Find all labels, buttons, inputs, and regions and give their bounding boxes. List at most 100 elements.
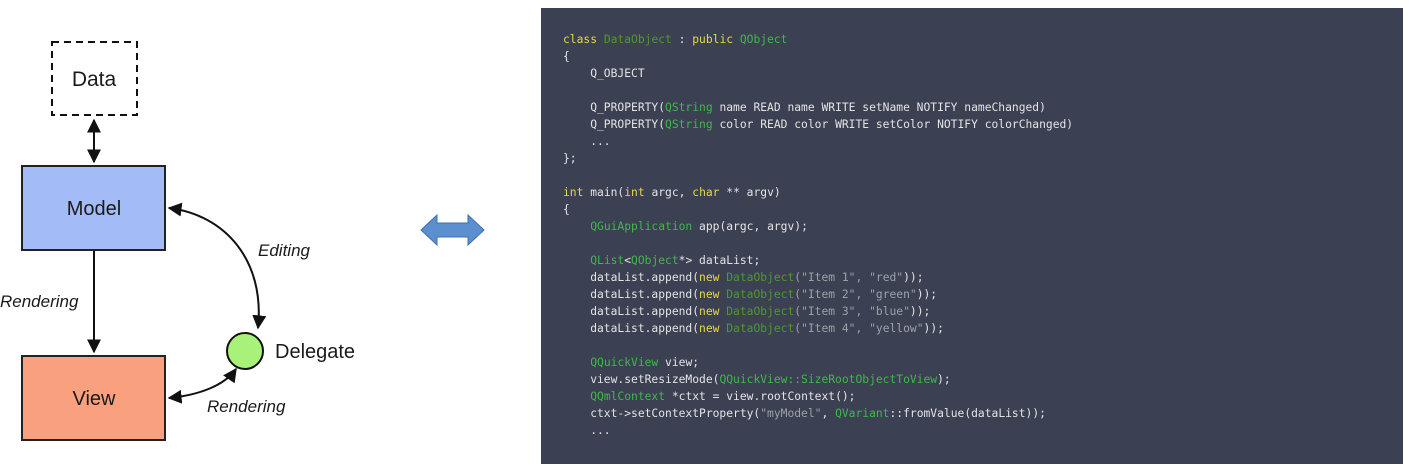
- code-line: [563, 167, 1403, 184]
- code-token: dataList.append(: [563, 288, 700, 301]
- code-token: QObject: [631, 254, 679, 267]
- code-token: {: [563, 50, 570, 63]
- code-line: QGuiApplication app(argc, argv);: [563, 218, 1403, 235]
- code-token: new: [699, 288, 727, 301]
- code-token: ));: [909, 305, 931, 318]
- code-token: :: [671, 33, 693, 46]
- code-token: DataObject: [726, 271, 795, 284]
- code-token: QObject: [739, 33, 788, 46]
- code-token: );: [937, 373, 951, 386]
- data-box: Data: [51, 41, 138, 116]
- code-line: Q_PROPERTY(QString color READ color WRIT…: [563, 116, 1403, 133]
- code-token: *> dataList;: [678, 254, 761, 267]
- model-view-delegate-diagram: Data Model Rendering View Editing Delega…: [0, 41, 355, 441]
- code-token: Q_PROPERTY(: [563, 101, 666, 114]
- code-token: int: [563, 186, 591, 199]
- code-token: public: [692, 33, 740, 46]
- rendering-right-label: Rendering: [207, 397, 286, 416]
- code-token: ::fromValue(dataList));: [889, 407, 1046, 420]
- code-token: {: [563, 203, 570, 216]
- code-token: int: [624, 186, 652, 199]
- code-token: DataObject: [603, 33, 672, 46]
- code-token: };: [563, 152, 577, 165]
- code-token: "blue": [869, 305, 910, 318]
- code-token: view.setResizeMode(: [563, 373, 720, 386]
- code-token: DataObject: [726, 322, 795, 335]
- code-token: view;: [658, 356, 700, 369]
- double-arrow-icon: [420, 213, 485, 247]
- code-line: Q_OBJECT: [563, 65, 1403, 82]
- rendering-arrow: [167, 367, 237, 404]
- code-line: ...: [563, 133, 1403, 150]
- code-token: QQuickView::SizeRootObjectToView: [719, 373, 938, 386]
- code-token: color READ color WRITE setColor NOTIFY c…: [712, 118, 1074, 131]
- code-token: QString: [665, 101, 713, 114]
- code-line: dataList.append(new DataObject("Item 3",…: [563, 303, 1403, 320]
- code-token: "yellow": [869, 322, 924, 335]
- data-label: Data: [72, 68, 117, 91]
- code-token: argc,: [651, 186, 693, 199]
- code-token: ,: [821, 407, 836, 420]
- delegate-circle: [226, 332, 264, 370]
- code-line: {: [563, 201, 1403, 218]
- code-line: view.setResizeMode(QQuickView::SizeRootO…: [563, 371, 1403, 388]
- code-line: [563, 337, 1403, 354]
- code-token: dataList.append(: [563, 271, 700, 284]
- code-token: dataList.append(: [563, 322, 700, 335]
- editing-arrow: [167, 202, 267, 330]
- code-token: QQuickView: [590, 356, 659, 369]
- code-token: ));: [916, 288, 938, 301]
- view-box: View: [21, 355, 166, 441]
- code-token: ctxt->setContextProperty(: [563, 407, 761, 420]
- code-token: <: [624, 254, 632, 267]
- code-token: [563, 220, 590, 233]
- code-token: "green": [869, 288, 917, 301]
- code-token: ));: [923, 322, 944, 335]
- code-token: class: [563, 33, 604, 46]
- code-line: };: [563, 150, 1403, 167]
- code-token: new: [699, 271, 727, 284]
- code-line: QQmlContext *ctxt = view.rootContext();: [563, 388, 1403, 405]
- view-label: View: [73, 388, 117, 410]
- code-line: {: [563, 48, 1403, 65]
- delegate-label: Delegate: [275, 341, 355, 363]
- code-token: DataObject: [726, 288, 795, 301]
- code-token: [563, 356, 590, 369]
- code-line: int main(int argc, char ** argv): [563, 184, 1403, 201]
- code-line: dataList.append(new DataObject("Item 1",…: [563, 269, 1403, 286]
- code-token: Q_OBJECT: [563, 67, 645, 80]
- code-line: ctxt->setContextProperty("myModel", QVar…: [563, 405, 1403, 422]
- code-token: QString: [665, 118, 713, 131]
- code-token: QGuiApplication: [590, 220, 693, 233]
- code-token: ...: [563, 135, 611, 148]
- editing-label: Editing: [258, 241, 311, 260]
- code-panel: class DataObject : public QObject { Q_OBJ…: [541, 8, 1403, 464]
- code-token: char: [692, 186, 727, 199]
- code-token: app(argc, argv);: [692, 220, 808, 233]
- code-token: ...: [563, 424, 611, 437]
- code-token: DataObject: [726, 305, 795, 318]
- code-token: ("Item 4",: [794, 322, 870, 335]
- model-box: Model: [21, 165, 166, 251]
- code-token: ** argv): [726, 186, 781, 199]
- code-token: "red": [869, 271, 904, 284]
- model-label: Model: [67, 198, 121, 220]
- code-token: QQmlContext: [590, 390, 666, 403]
- code-line: dataList.append(new DataObject("Item 2",…: [563, 286, 1403, 303]
- code-token: ("Item 2",: [794, 288, 870, 301]
- code-token: "myModel": [760, 407, 822, 420]
- code-line: Q_PROPERTY(QString name READ name WRITE …: [563, 99, 1403, 116]
- code-line: ...: [563, 422, 1403, 439]
- code-token: Q_PROPERTY(: [563, 118, 666, 131]
- code-line: QQuickView view;: [563, 354, 1403, 371]
- code-line: [563, 235, 1403, 252]
- code-line: dataList.append(new DataObject("Item 4",…: [563, 320, 1403, 337]
- code-token: ("Item 3",: [794, 305, 870, 318]
- code-token: dataList.append(: [563, 305, 700, 318]
- code-token: [563, 254, 590, 267]
- code-token: [563, 390, 590, 403]
- code-token: ));: [903, 271, 924, 284]
- code-token: main(: [590, 186, 625, 199]
- code-token: new: [699, 305, 727, 318]
- code-token: ("Item 1",: [794, 271, 870, 284]
